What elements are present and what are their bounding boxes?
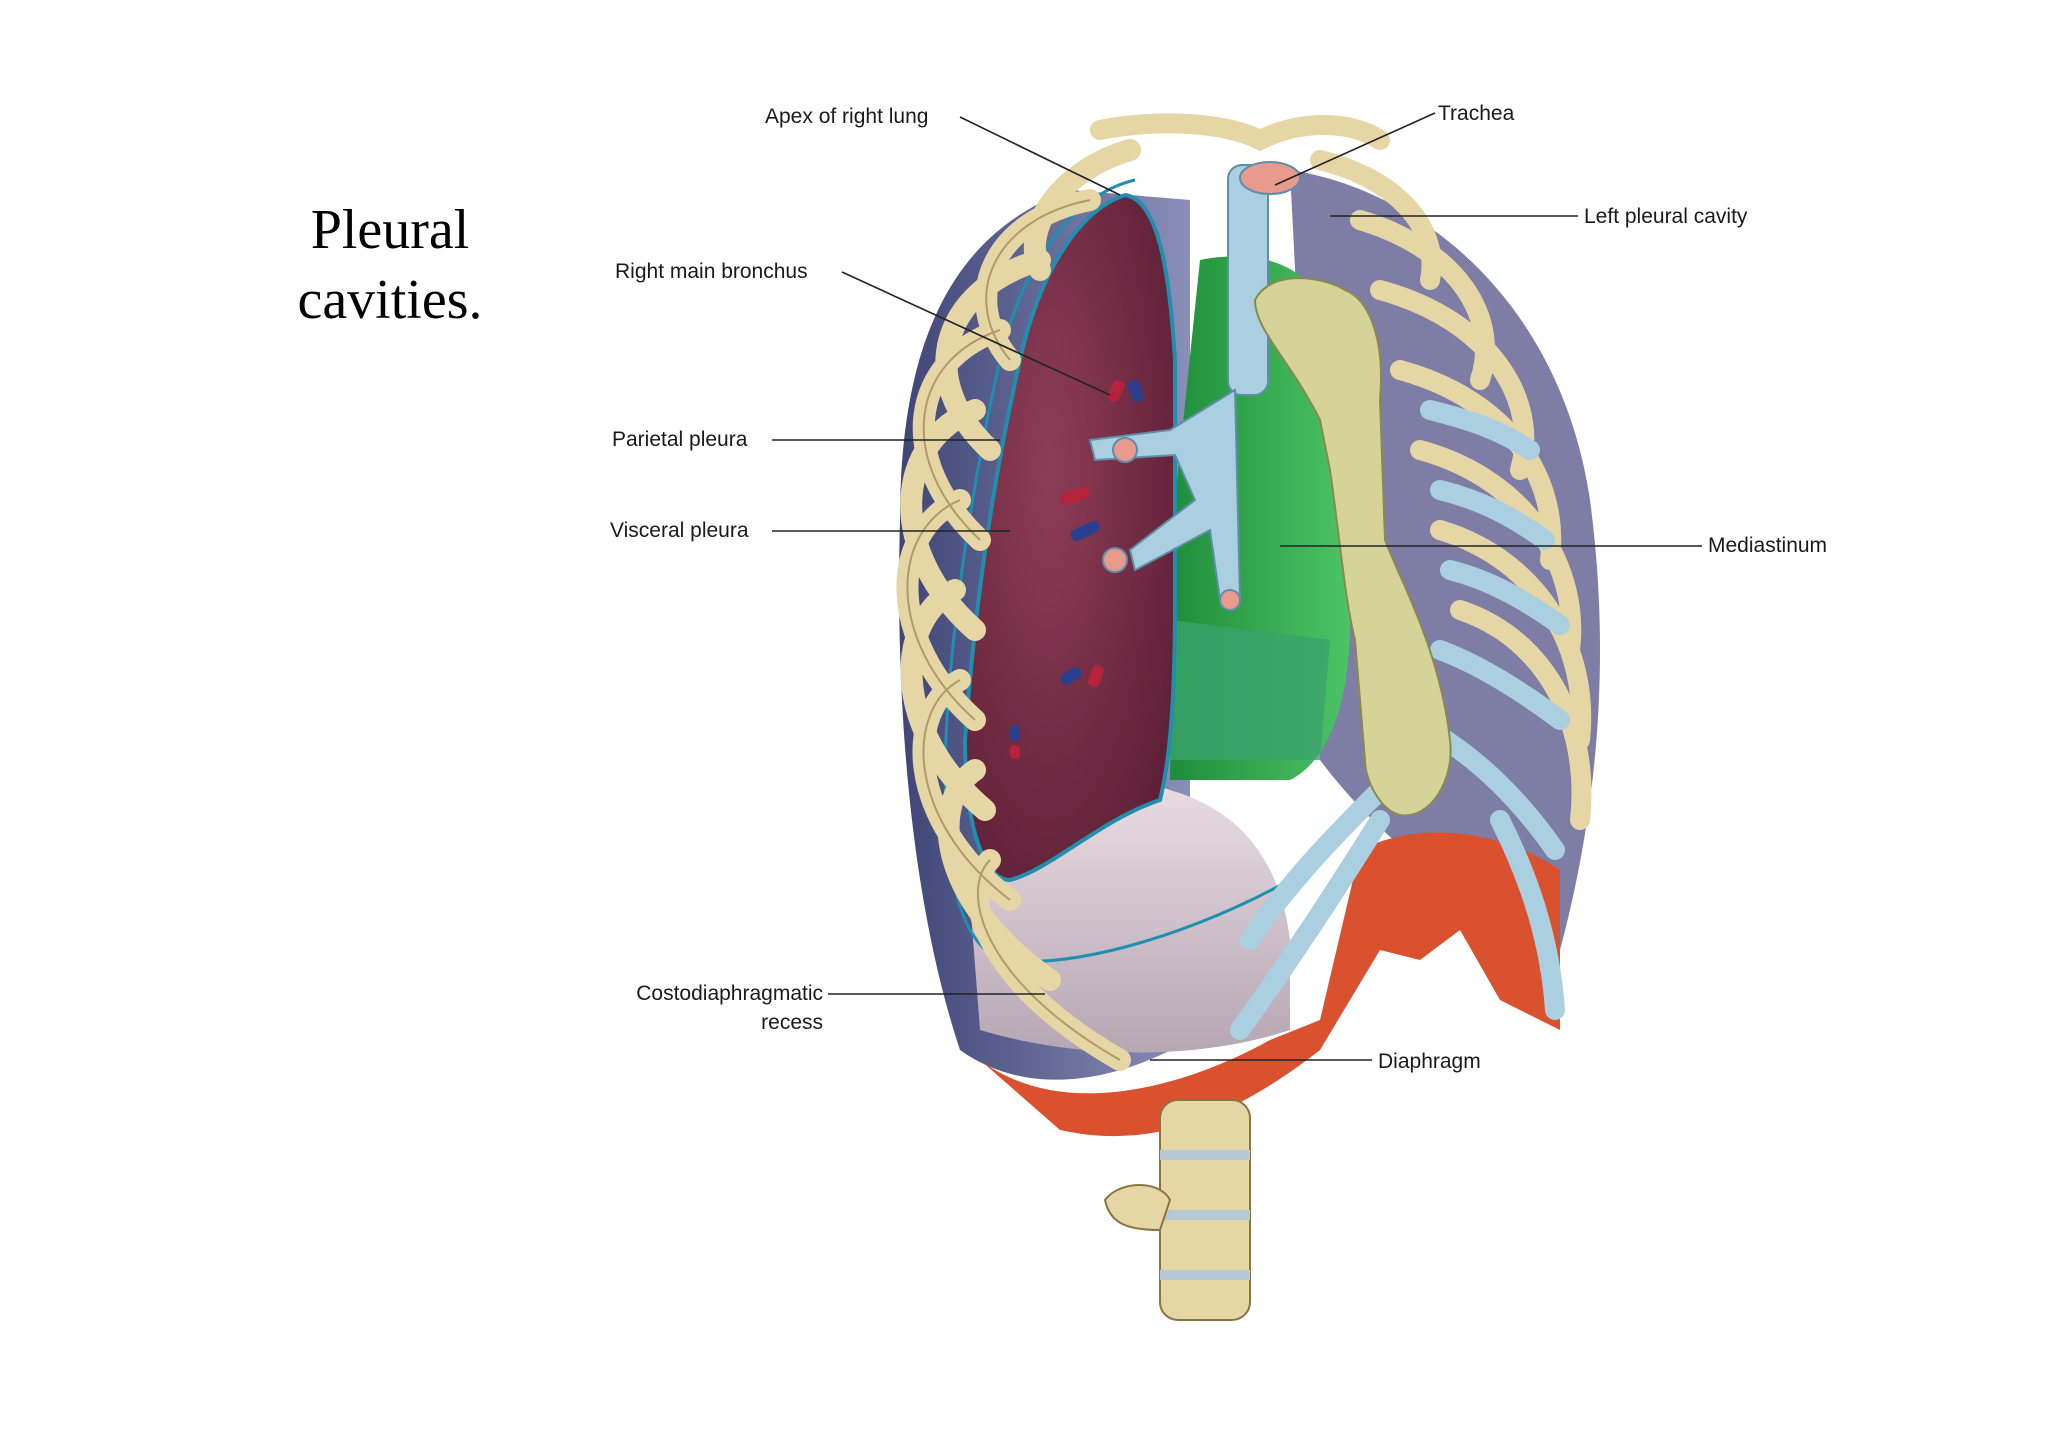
label-apex-text: Apex of right lung (765, 105, 928, 128)
costal-cartilages (1230, 400, 1570, 1040)
right-main-bronchus (1088, 388, 1242, 611)
label-trachea-text: Trachea (1438, 102, 1515, 125)
label-mediastinum-text: Mediastinum (1708, 534, 1827, 557)
label-costodiaphragmatic-text-2: recess (761, 1011, 823, 1034)
label-trachea: Trachea (1274, 102, 1515, 186)
pericardium-band (1170, 620, 1330, 760)
vertebral-column (1103, 1099, 1251, 1321)
right-rib-outlines (906, 199, 1121, 1061)
trachea (1227, 161, 1301, 396)
label-visceral-pleura: Visceral pleura (610, 519, 1010, 542)
label-diaphragm-text: Diaphragm (1378, 1050, 1481, 1073)
label-costodiaphragmatic-text-1: Costodiaphragmatic (636, 982, 823, 1005)
label-costodiaphragmatic-recess: Costodiaphragmatic recess (636, 982, 1045, 1034)
pulmonary-vessels (1010, 380, 1144, 759)
clavicle (1090, 113, 1390, 152)
label-parietal-pleura: Parietal pleura (612, 428, 1000, 451)
label-mediastinum: Mediastinum (1280, 534, 1827, 557)
slide-title: Pleural cavities. (297, 199, 483, 331)
label-visceral-pleura-text: Visceral pleura (610, 519, 749, 542)
label-left-pleural-cavity: Left pleural cavity (1330, 205, 1748, 228)
label-left-pleural-cavity-text: Left pleural cavity (1584, 205, 1748, 228)
label-right-main-bronchus: Right main bronchus (615, 260, 1111, 396)
label-right-main-bronchus-text: Right main bronchus (615, 260, 808, 283)
label-apex: Apex of right lung (765, 105, 1121, 196)
label-diaphragm: Diaphragm (1150, 1050, 1481, 1073)
diaphragm-muscle (980, 832, 1560, 1137)
label-parietal-pleura-text: Parietal pleura (612, 428, 748, 451)
